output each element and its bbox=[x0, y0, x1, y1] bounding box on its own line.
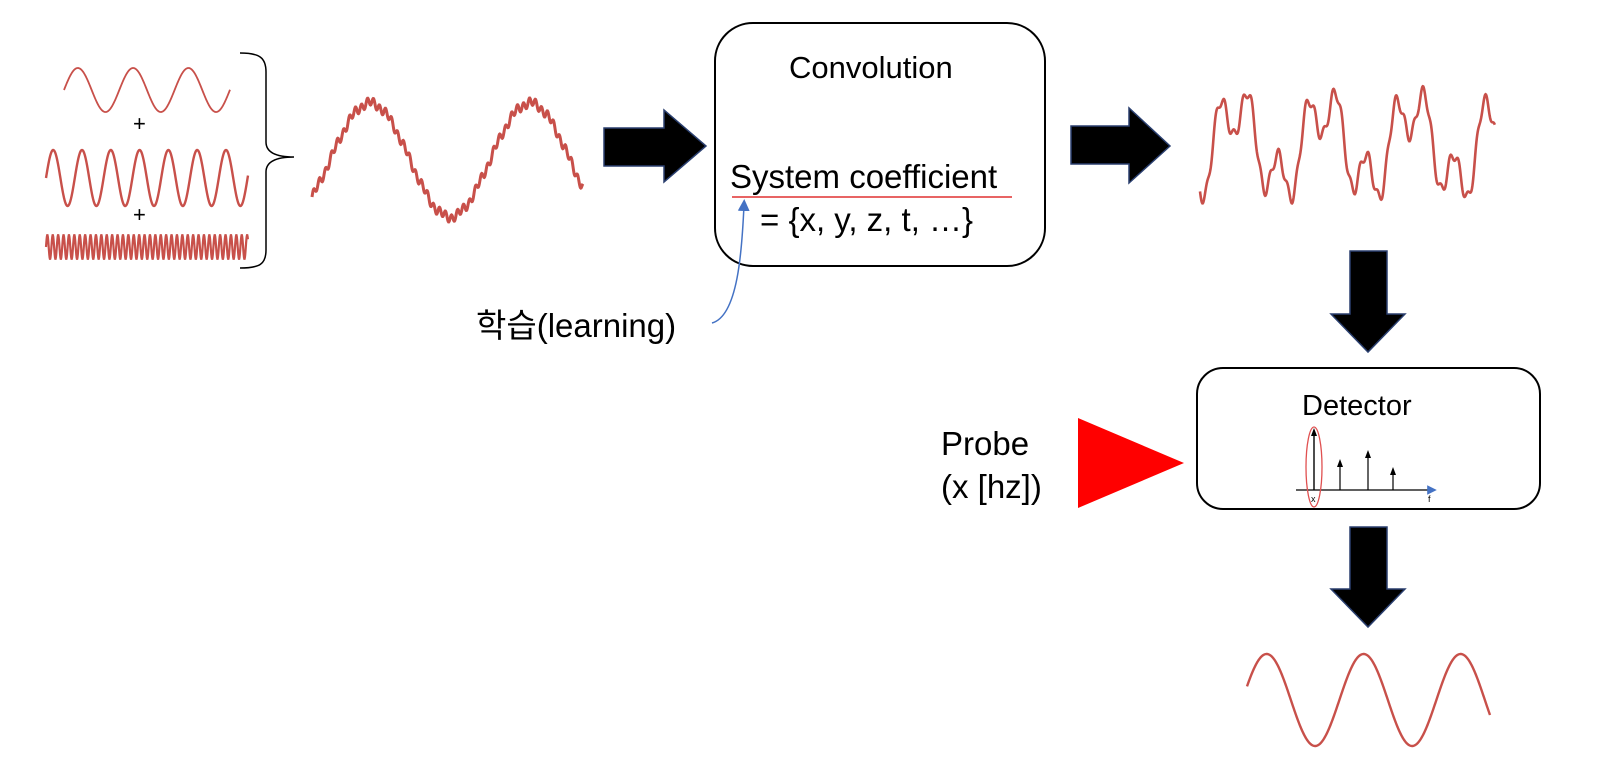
arrow-right-icon bbox=[603, 108, 708, 184]
probe-label: Probe (x [hz]) bbox=[941, 423, 1042, 509]
plus-sign: + bbox=[133, 202, 146, 227]
detected-output-wave bbox=[1245, 652, 1492, 748]
arrow-right-icon bbox=[1070, 106, 1172, 185]
system-coefficient-label: System coefficient bbox=[730, 158, 998, 195]
arrow-down-icon bbox=[1329, 526, 1407, 629]
coefficient-set-label: = {x, y, z, t, …} bbox=[760, 201, 974, 238]
composite-input-signal bbox=[310, 96, 585, 224]
detector-block bbox=[1196, 367, 1541, 510]
axis-f-label: f bbox=[1428, 494, 1431, 504]
spectrum-plot bbox=[1296, 428, 1437, 495]
mid-frequency-component-wave bbox=[44, 148, 250, 208]
axis-x-tick-label: x bbox=[1311, 494, 1316, 504]
high-frequency-component-wave bbox=[44, 234, 249, 260]
learning-arrow-icon bbox=[711, 199, 750, 324]
plus-sign: + bbox=[133, 111, 146, 136]
convolution-title: Convolution bbox=[789, 50, 953, 85]
probe-triangle-icon bbox=[1078, 418, 1184, 508]
detector-title: Detector bbox=[1302, 390, 1412, 422]
learning-label: 학습(learning) bbox=[476, 307, 677, 344]
probe-frequency: (x [hz]) bbox=[941, 467, 1042, 505]
summation-brace bbox=[239, 52, 295, 269]
convolved-output-signal bbox=[1198, 84, 1497, 206]
convolution-block bbox=[714, 22, 1046, 267]
probe-title: Probe bbox=[941, 425, 1030, 462]
arrow-down-icon bbox=[1329, 250, 1407, 354]
probe-frequency-highlight bbox=[1305, 426, 1323, 508]
low-frequency-component-wave bbox=[63, 67, 231, 113]
